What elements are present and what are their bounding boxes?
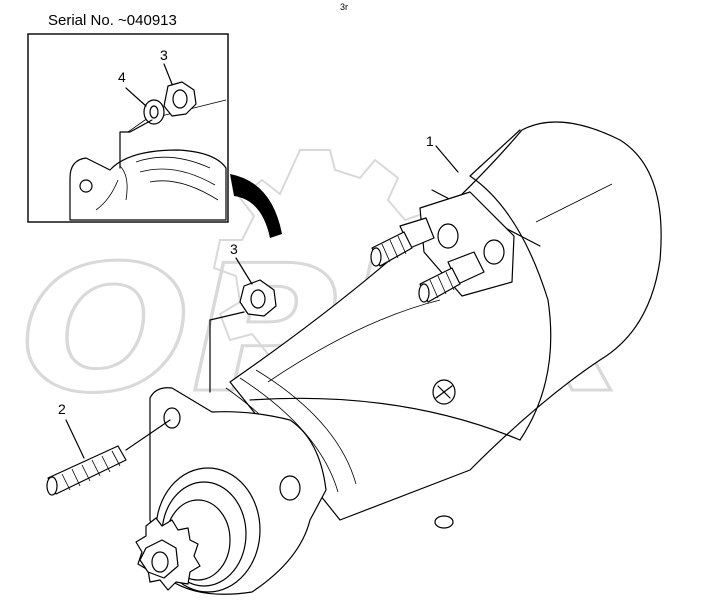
callout-main-nut: 3 bbox=[230, 241, 238, 257]
callout-inset-nut: 3 bbox=[160, 47, 168, 63]
callout-stud: 2 bbox=[58, 401, 66, 417]
inset-flange bbox=[69, 99, 227, 221]
flange-hole-upper bbox=[163, 407, 181, 429]
inset-nut bbox=[163, 81, 197, 117]
terminal-lower bbox=[418, 239, 505, 303]
pinion-gear-icon bbox=[135, 517, 201, 591]
callout-starter-motor: 1 bbox=[426, 133, 434, 149]
serial-label: Serial No. ~040913 bbox=[48, 12, 177, 29]
inset-detail: Serial No. ~040913 4 3 bbox=[27, 12, 229, 223]
slotted-screw-icon bbox=[432, 379, 456, 405]
callout-inset-washer: 4 bbox=[118, 69, 126, 85]
curved-arrow-icon bbox=[230, 174, 282, 238]
top-mark: 3r bbox=[340, 2, 348, 12]
stud-bolt bbox=[46, 445, 127, 496]
main-nut bbox=[239, 279, 277, 317]
flange-hole-lower bbox=[279, 475, 301, 501]
inset-washer bbox=[143, 99, 165, 125]
terminal-upper bbox=[370, 217, 459, 267]
